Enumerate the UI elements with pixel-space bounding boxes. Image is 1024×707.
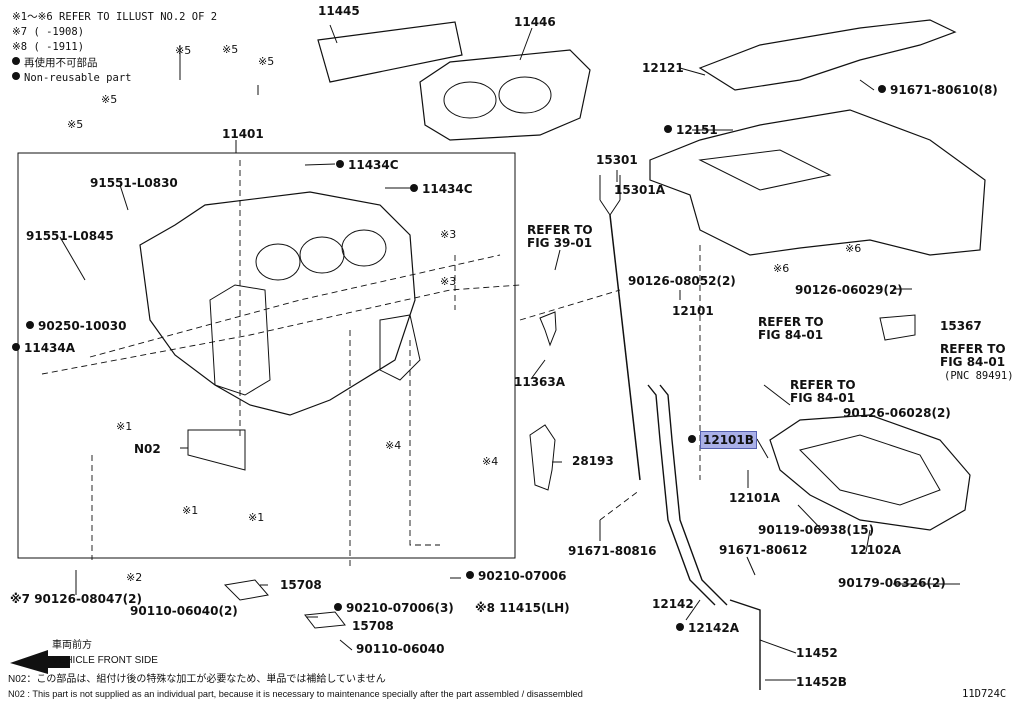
front-label-en: VEHICLE FRONT SIDE [52, 655, 158, 666]
part-label-90119-06938[interactable]: 90119-06938(15) [758, 523, 875, 537]
part-label-11363A[interactable]: 11363A [514, 375, 566, 389]
n02-note-jp: N02：この部品は、組付け後の特殊な加工が必要なため、単品では補給していません [8, 674, 386, 685]
part-label-11401[interactable]: 11401 [222, 127, 264, 141]
part-label-11434C-b[interactable]: 11434C [410, 183, 473, 195]
refer-84b-line3: (PNC 89491) [944, 370, 1014, 382]
part-label-11434A[interactable]: 11434A [12, 342, 75, 354]
part-label-11446[interactable]: 11446 [514, 15, 556, 29]
part-label-90126-08052[interactable]: 90126-08052(2) [628, 274, 736, 288]
refer-84a-line1[interactable]: REFER TO [758, 315, 824, 329]
legend-nonreusable-jp: 再使用不可部品 [12, 57, 98, 69]
header-note-3: ※8 ( -1911) [12, 41, 85, 53]
mark-1-a: ※1 [116, 420, 133, 433]
part-label-11452B[interactable]: 11452B [796, 675, 847, 689]
refer-39-line1[interactable]: REFER TO [527, 223, 593, 237]
block-frame [17, 152, 516, 559]
refer-84a-line2[interactable]: FIG 84-01 [758, 328, 824, 342]
part-label-12101[interactable]: 12101 [672, 304, 714, 318]
mark-4-a: ※4 [385, 439, 402, 452]
part-label-90126-06029[interactable]: 90126-06029(2) [795, 283, 903, 297]
refer-84b-line2[interactable]: FIG 84-01 [940, 355, 1006, 369]
part-label-90110-06040-b[interactable]: 90110-06040 [356, 642, 445, 656]
part-label-15301A[interactable]: 15301A [614, 183, 666, 197]
part-11445-shape [317, 21, 463, 83]
part-label-91551-L0830[interactable]: 91551-L0830 [90, 176, 178, 190]
mark-4-b: ※4 [482, 455, 499, 468]
part-label-15367[interactable]: 15367 [940, 319, 982, 333]
refer-84c-line1[interactable]: REFER TO [790, 378, 856, 392]
part-label-N02[interactable]: N02 [134, 442, 161, 456]
part-label-91671-80612[interactable]: 91671-80612 [719, 543, 808, 557]
part-label-12142A[interactable]: 12142A [676, 622, 739, 634]
part-label-90126-06028[interactable]: 90126-06028(2) [843, 406, 951, 420]
part-12102A-shape [769, 414, 971, 531]
part-label-15708-b[interactable]: 15708 [352, 619, 394, 633]
mark-5-b: ※5 [222, 43, 239, 56]
part-label-90126-08047[interactable]: ※7 90126-08047(2) [10, 592, 142, 606]
mark-1-b: ※1 [182, 504, 199, 517]
illustration-id: 11D724C [962, 688, 1007, 700]
part-label-28193[interactable]: 28193 [572, 454, 614, 468]
mark-3-a: ※3 [440, 228, 457, 241]
part-label-91551-L0845[interactable]: 91551-L0845 [26, 229, 114, 243]
refer-84b-line1[interactable]: REFER TO [940, 342, 1006, 356]
part-label-11415[interactable]: ※8 11415(LH) [475, 601, 570, 615]
part-label-12101B[interactable]: 12101B [688, 431, 757, 449]
refer-84c-line2[interactable]: FIG 84-01 [790, 391, 856, 405]
part-label-15708-a[interactable]: 15708 [280, 578, 322, 592]
part-label-90210-07006-a[interactable]: 90210-07006 [466, 570, 566, 582]
part-label-15301[interactable]: 15301 [596, 153, 638, 167]
legend-nonreusable-en: Non-reusable part [12, 72, 131, 84]
mark-5-d: ※5 [101, 93, 118, 106]
part-12121-shape [698, 19, 957, 91]
part-label-90179-06326[interactable]: 90179-06326(2) [838, 576, 946, 590]
highlighted-part-12101B[interactable]: 12101B [700, 431, 757, 449]
header-note-2: ※7 ( -1908) [12, 26, 85, 38]
part-label-91671-80610[interactable]: 91671-80610(8) [878, 84, 998, 96]
part-label-90210-07006-b[interactable]: 90210-07006(3) [334, 602, 454, 614]
mark-6-b: ※6 [773, 262, 790, 275]
part-label-11434C-a[interactable]: 11434C [336, 159, 399, 171]
mark-2: ※2 [126, 571, 143, 584]
part-label-12101A[interactable]: 12101A [729, 491, 781, 505]
part-label-12151[interactable]: 12151 [664, 124, 718, 136]
part-11446-shape [419, 49, 591, 141]
n02-note-en: N02 : This part is not supplied as an in… [8, 689, 583, 699]
part-label-11452[interactable]: 11452 [796, 646, 838, 660]
mark-5-c: ※5 [258, 55, 275, 68]
mark-6-a: ※6 [845, 242, 862, 255]
part-label-12102A[interactable]: 12102A [850, 543, 902, 557]
header-note-1: ※1～※6 REFER TO ILLUST NO.2 OF 2 [12, 11, 218, 23]
part-12101-shape [649, 109, 986, 256]
part-label-12121[interactable]: 12121 [642, 61, 684, 75]
part-label-11445[interactable]: 11445 [318, 4, 360, 18]
mark-1-c: ※1 [248, 511, 265, 524]
part-label-90110-06040-a[interactable]: 90110-06040(2) [130, 604, 238, 618]
front-label-jp: 車両前方 [52, 640, 92, 651]
vehicle-front-arrow [10, 650, 70, 674]
part-label-91671-80816[interactable]: 91671-80816 [568, 544, 657, 558]
part-label-90250-10030[interactable]: 90250-10030 [26, 320, 126, 332]
mark-3-b: ※3 [440, 275, 457, 288]
part-label-12142[interactable]: 12142 [652, 597, 694, 611]
engine-block-outline [139, 191, 416, 416]
refer-39-line2[interactable]: FIG 39-01 [527, 236, 593, 250]
mark-5-a: ※5 [175, 44, 192, 57]
mark-5-e: ※5 [67, 118, 84, 131]
